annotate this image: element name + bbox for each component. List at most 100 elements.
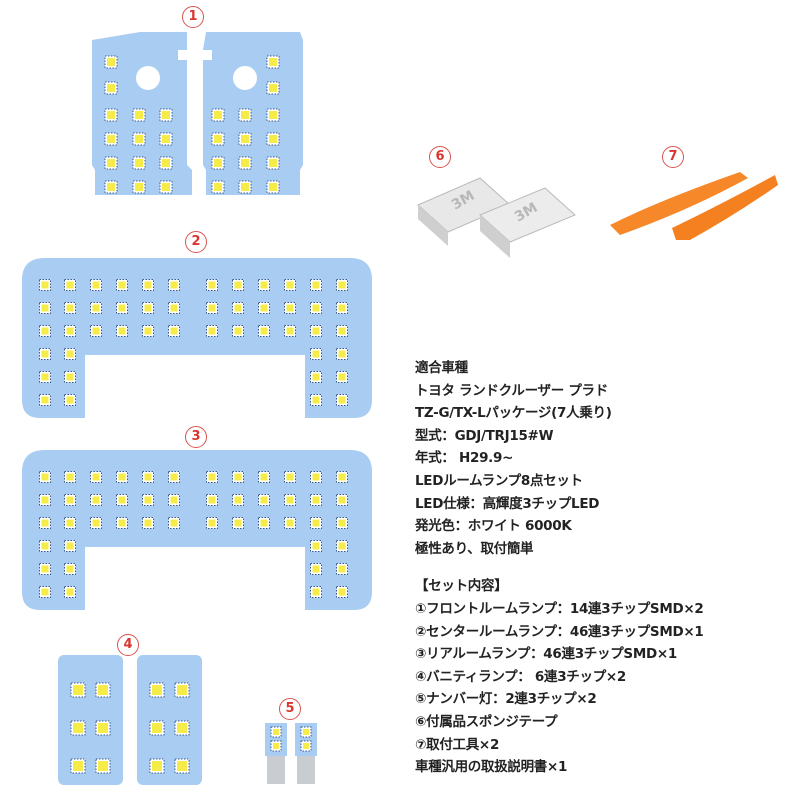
led-light [107,135,115,143]
led-light [162,135,170,143]
led-light [92,304,100,312]
led-light [41,496,49,504]
led-light [66,327,74,335]
label-5: 5 [279,698,301,720]
led-light [214,159,222,167]
led-light [273,729,279,735]
led-light [73,723,83,733]
led-light [312,542,320,550]
led-light [312,373,320,381]
led-light [338,327,346,335]
led-light [144,496,152,504]
led-light [107,111,115,119]
led-light [107,58,115,66]
led-light [92,281,100,289]
led-light [234,304,242,312]
led-light [241,111,249,119]
led-light [312,281,320,289]
led-light [208,473,216,481]
led-light [66,519,74,527]
led-light [107,183,115,191]
led-light [177,685,187,695]
spec-line: 発光色：ホワイト 6000K [415,518,572,535]
spec-line: 年式： H29.9~ [415,450,514,467]
led-light [135,111,143,119]
spec-line: 型式：GDJ/TRJ15#W [415,427,554,444]
led-light [162,183,170,191]
led-light [135,135,143,143]
led-light [269,84,277,92]
led-light [177,761,187,771]
led-light [269,111,277,119]
led-light [286,281,294,289]
led-light [135,159,143,167]
led-light [66,542,74,550]
led-light [338,304,346,312]
spec-line: LED仕様：高輝度3チップLED [415,495,600,512]
led-light [41,327,49,335]
led-light [144,281,152,289]
led-light [234,281,242,289]
led-light [162,111,170,119]
led-light [234,327,242,335]
label-3: 3 [185,426,207,448]
led-light [312,496,320,504]
led-light [41,473,49,481]
led-light [260,473,268,481]
led-light [286,519,294,527]
label-6: 6 [429,146,451,168]
led-light [66,588,74,596]
led-light [66,396,74,404]
led-light [92,327,100,335]
spec-line: トヨタ ランドクルーザー プラド [415,382,608,399]
led-light [338,542,346,550]
led-light [118,327,126,335]
led-light [208,281,216,289]
led-light [260,327,268,335]
led-light [98,761,108,771]
spec-line: 極性あり、取付簡単 [415,540,534,557]
set-item: ④バニティランプ： 6連3チップ×2 [415,668,627,685]
set-item: ⑤ナンバー灯：2連3チップ×2 [415,691,597,708]
led-light [41,542,49,550]
led-light [41,350,49,358]
led-light [66,496,74,504]
led-light [312,304,320,312]
label-2: 2 [185,231,207,253]
led-light [208,327,216,335]
led-light [214,111,222,119]
led-light [234,496,242,504]
led-light [107,84,115,92]
led-light [260,281,268,289]
sponge-tape: 3M 3M [417,177,576,258]
led-light [73,685,83,695]
led-light [241,135,249,143]
set-contents-title: 【セット内容】 [415,578,508,595]
led-light [118,304,126,312]
led-light [66,350,74,358]
led-light [170,304,178,312]
led-light [118,473,126,481]
led-light [241,159,249,167]
led-light [41,588,49,596]
led-light [118,281,126,289]
led-light [41,396,49,404]
set-item: 車種汎用の取扱説明書×1 [415,759,568,776]
label-4: 4 [117,634,139,656]
set-item: ②センタールームランプ：46連3チップSMD×1 [415,623,704,640]
set-item: ①フロントルームランプ：14連3チップSMD×2 [415,600,704,617]
led-light [41,519,49,527]
led-light [66,473,74,481]
led-light [170,327,178,335]
led-light [269,183,277,191]
led-light [208,304,216,312]
led-light [338,396,346,404]
led-light [92,496,100,504]
led-light [338,350,346,358]
led-light [338,519,346,527]
led-light [152,685,162,695]
led-light [170,281,178,289]
led-light [286,327,294,335]
led-light [135,183,143,191]
led-light [260,304,268,312]
